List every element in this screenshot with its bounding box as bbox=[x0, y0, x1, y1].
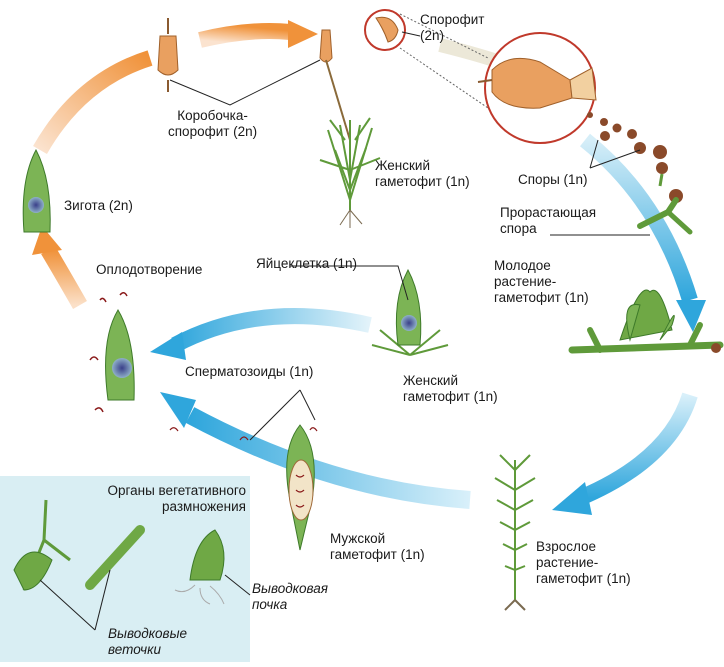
label-female-gametophyte-mid: Женский гаметофит (1n) bbox=[403, 373, 498, 405]
adult-gametophyte-illustration bbox=[494, 454, 536, 611]
arrow-head-blue-lower bbox=[552, 482, 592, 515]
label-spores-text: Споры (1n) bbox=[518, 172, 588, 187]
arrow-spores-to-young bbox=[580, 133, 698, 303]
capsule-sporophyte-illustration bbox=[157, 18, 179, 92]
arrow-head-orange-left bbox=[32, 226, 62, 255]
label-sperm: Сперматозоиды (1n) bbox=[185, 364, 313, 380]
zygote-illustration bbox=[22, 148, 51, 233]
label-female-top-line1: Женский bbox=[375, 158, 431, 173]
label-organs-line2: размножения bbox=[162, 499, 246, 514]
arrow-young-to-adult bbox=[576, 392, 698, 506]
label-fertilization-text: Оплодотворение bbox=[96, 262, 203, 277]
brood-branch-illustration-1 bbox=[13, 499, 71, 591]
label-brood-bud-line2: почка bbox=[252, 597, 288, 612]
label-young-line1: Молодое bbox=[494, 258, 551, 273]
label-sperm-text: Сперматозоиды (1n) bbox=[185, 364, 314, 379]
label-capsule-sporophyte: Коробочка- спорофит (2n) bbox=[168, 108, 257, 140]
label-sporophyte-line1: Спорофит bbox=[420, 12, 485, 27]
label-fertilization: Оплодотворение bbox=[96, 262, 202, 278]
label-adult-gametophyte: Взрослое растение- гаметофит (1n) bbox=[536, 539, 631, 587]
arrow-adult-to-male bbox=[185, 407, 471, 509]
label-adult-line1: Взрослое bbox=[536, 539, 597, 554]
sporophyte-zoom-illustration bbox=[364, 9, 597, 144]
label-brood-branches: Выводковые веточки bbox=[108, 626, 187, 658]
label-female-gametophyte-top: Женский гаметофит (1n) bbox=[375, 158, 470, 190]
label-brood-bud: Выводковая почка bbox=[252, 581, 328, 613]
male-gametophyte-illustration bbox=[169, 424, 318, 551]
spores-illustration bbox=[587, 112, 668, 187]
label-sporophyte: Спорофит (2n) bbox=[420, 12, 484, 44]
label-zygote-text: Зигота (2n) bbox=[64, 198, 133, 213]
label-female-mid-line2: гаметофит (1n) bbox=[403, 389, 498, 404]
label-adult-line3: гаметофит (1n) bbox=[536, 571, 631, 586]
label-young-line2: растение- bbox=[494, 274, 557, 289]
label-zygote: Зигота (2n) bbox=[64, 198, 133, 214]
brood-bud-illustration bbox=[174, 529, 225, 605]
arrow-fertilization-to-zygote bbox=[41, 245, 87, 309]
label-egg-text: Яйцеклетка (1n) bbox=[256, 256, 358, 271]
label-germinating-line2: спора bbox=[500, 221, 537, 236]
female-gametophyte-middle-illustration bbox=[371, 268, 449, 356]
label-spores: Споры (1n) bbox=[518, 172, 588, 188]
label-female-top-line2: гаметофит (1n) bbox=[375, 174, 470, 189]
young-gametophyte-illustration bbox=[568, 289, 724, 354]
label-germinating-spore: Прорастающая спора bbox=[500, 205, 596, 237]
arrow-female-to-fertilization bbox=[171, 308, 372, 353]
label-germinating-line1: Прорастающая bbox=[500, 205, 597, 220]
arrow-head-orange-top bbox=[288, 20, 318, 48]
label-sporophyte-line2: (2n) bbox=[420, 28, 445, 43]
leader-lines bbox=[39, 31, 650, 631]
label-male-gametophyte: Мужской гаметофит (1n) bbox=[330, 531, 425, 563]
label-brood-branch-line2: веточки bbox=[108, 642, 161, 657]
label-vegetative-organs: Органы вегетативного размножения bbox=[107, 483, 246, 515]
arrow-head-blue-bottom bbox=[160, 392, 196, 428]
label-female-mid-line1: Женский bbox=[403, 373, 459, 388]
arrow-capsule-to-sporophyte bbox=[198, 23, 291, 48]
label-brood-bud-line1: Выводковая bbox=[252, 581, 329, 596]
label-capsule-line1: Коробочка- bbox=[177, 108, 248, 123]
label-young-line3: гаметофит (1n) bbox=[494, 290, 589, 305]
label-young-gametophyte: Молодое растение- гаметофит (1n) bbox=[494, 258, 589, 306]
arrow-zygote-to-capsule bbox=[33, 50, 153, 154]
label-capsule-line2: спорофит (2n) bbox=[168, 124, 258, 139]
label-adult-line2: растение- bbox=[536, 555, 599, 570]
label-egg: Яйцеклетка (1n) bbox=[256, 256, 357, 272]
arrow-head-blue-right bbox=[676, 300, 706, 332]
arrow-head-blue-mid bbox=[150, 332, 186, 360]
fertilization-illustration bbox=[89, 292, 135, 413]
label-organs-line1: Органы вегетативного bbox=[107, 483, 246, 498]
label-male-line2: гаметофит (1n) bbox=[330, 547, 425, 562]
female-gametophyte-with-sporophyte bbox=[319, 29, 381, 228]
germinating-spore-illustration bbox=[637, 189, 693, 235]
label-brood-branch-line1: Выводковые bbox=[108, 626, 188, 641]
label-male-line1: Мужской bbox=[330, 531, 386, 546]
brood-branch-illustration-2 bbox=[85, 525, 145, 590]
